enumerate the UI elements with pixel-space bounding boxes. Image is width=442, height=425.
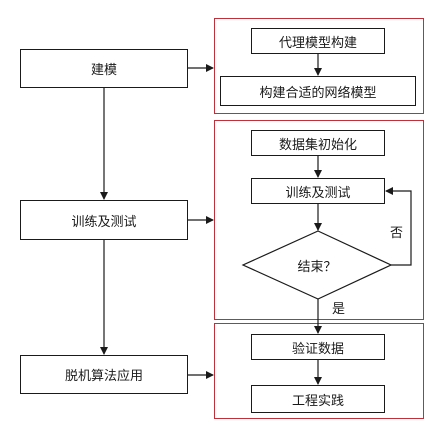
decision-label: 结束？ [297,259,337,275]
arrow-loop-no [385,187,412,266]
box-train-test-sub-label: 训练及测试 [285,185,351,201]
label-yes: 是 [332,302,346,317]
box-modeling: 建模 [20,49,188,88]
group-train-test [214,120,424,320]
box-offline-app: 脱机算法应用 [20,355,188,394]
box-modeling-label: 建模 [90,63,117,78]
box-offline-app-label: 脱机算法应用 [64,369,143,384]
box-engineering-practice: 工程实践 [251,385,385,413]
box-verify-data-label: 验证数据 [291,341,344,357]
label-no: 否 [390,226,404,241]
box-dataset-init-label: 数据集初始化 [278,137,357,153]
box-verify-data: 验证数据 [251,334,385,360]
box-engineering-practice-label: 工程实践 [291,393,344,409]
group-application [214,323,424,419]
box-train-test-sub: 训练及测试 [251,178,385,204]
decision-diamond [241,230,393,300]
box-network-build-label: 构建合适的网络模型 [259,85,377,101]
group-modeling [214,18,424,114]
box-surrogate-build-label: 代理模型构建 [278,35,357,51]
box-train-test-main: 训练及测试 [20,200,188,240]
box-network-build: 构建合适的网络模型 [220,76,416,106]
decision-label-wrap: 结束？ [243,231,391,299]
box-dataset-init: 数据集初始化 [251,130,385,156]
box-train-test-main-label: 训练及测试 [71,214,137,230]
box-surrogate-build: 代理模型构建 [251,28,385,54]
